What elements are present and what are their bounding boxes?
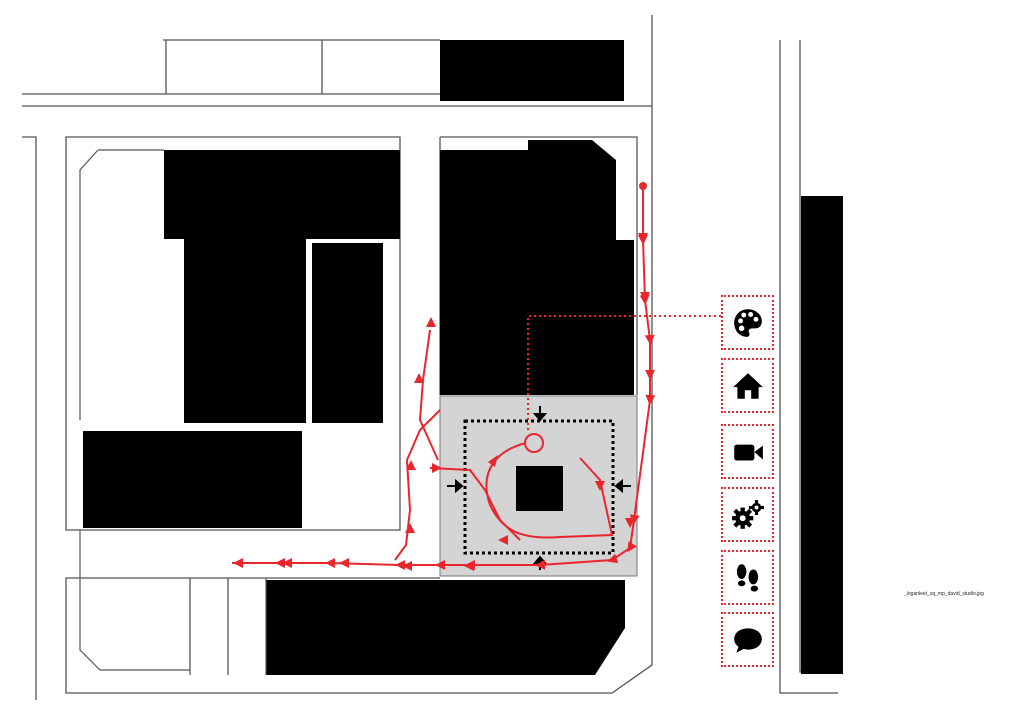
gears-icon — [731, 499, 764, 529]
image-caption: _loganleet_sq_mp_david_studio.jpg — [904, 591, 984, 597]
route-west-loop — [394, 409, 441, 561]
speech-bubble-icon — [733, 627, 762, 653]
building-south-row — [266, 580, 625, 675]
building-southwest — [83, 431, 302, 528]
building-block-east — [440, 140, 634, 395]
video-camera-icon — [733, 444, 763, 460]
route-inner-west — [429, 467, 521, 541]
circulation-routes — [232, 182, 721, 571]
legend-item-home — [721, 358, 774, 413]
legend-item-workshop — [721, 487, 774, 542]
footprints-icon — [736, 563, 758, 592]
block-inset-outline — [79, 149, 267, 675]
building-north — [440, 40, 624, 101]
building-far-east — [801, 196, 843, 674]
route-north-branch — [418, 329, 439, 461]
home-icon — [732, 372, 763, 399]
building-east-bar — [312, 243, 383, 423]
route-arrowheads — [233, 233, 655, 571]
palette-icon — [733, 308, 762, 337]
legend-item-video — [721, 424, 774, 479]
legend-item-talk — [721, 612, 774, 667]
route-main — [232, 186, 656, 571]
central-block — [516, 466, 563, 511]
legend-item-art — [721, 295, 774, 350]
route-loop-node — [524, 433, 544, 453]
legend-item-walk — [721, 550, 774, 605]
route-inner-loop — [485, 442, 614, 539]
